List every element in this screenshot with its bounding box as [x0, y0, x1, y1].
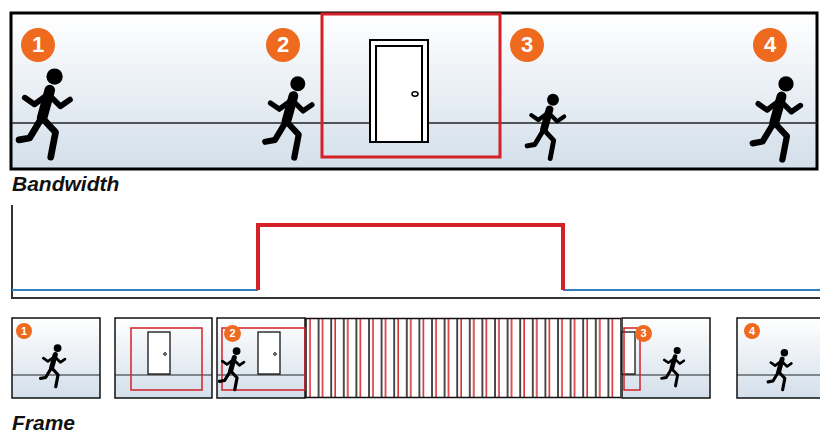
- low-bandwidth-line: [12, 289, 820, 291]
- scene-border: [11, 13, 817, 169]
- running-person: [220, 347, 244, 390]
- running-person: [41, 344, 65, 387]
- running-person: [265, 76, 312, 157]
- graph-axis: [12, 205, 820, 298]
- callout-number: 1: [21, 28, 55, 62]
- running-person: [527, 94, 564, 159]
- frame: [115, 318, 212, 398]
- door-frame: [370, 40, 428, 142]
- frame-border: [737, 318, 820, 398]
- running-person: [19, 68, 70, 157]
- door-knob: [412, 92, 418, 96]
- scene-panel: [11, 13, 817, 169]
- stack-edge: [305, 318, 621, 320]
- floor-line: [217, 375, 305, 376]
- running-person: [662, 347, 684, 386]
- frame: [217, 318, 305, 398]
- frame-border: [12, 318, 100, 398]
- section-heading: Frame: [12, 411, 75, 435]
- callout-number: 1: [16, 323, 32, 339]
- door: [370, 40, 428, 142]
- frame-border: [217, 318, 305, 398]
- running-person: [753, 76, 801, 159]
- callout-number: 3: [510, 28, 544, 62]
- callout-number: 2: [266, 28, 300, 62]
- callout-number: 4: [753, 28, 787, 62]
- callout-number: 2: [224, 325, 241, 342]
- frame-border: [115, 318, 212, 398]
- door: [258, 332, 280, 374]
- frame-row: [12, 318, 820, 398]
- frame: [737, 318, 820, 398]
- frame: [622, 318, 710, 398]
- high-bandwidth-line: [258, 225, 563, 290]
- stacked-frames: [305, 318, 621, 398]
- stack-edge: [305, 397, 621, 399]
- running-person: [768, 349, 791, 390]
- frame: [12, 318, 100, 398]
- door: [148, 332, 170, 374]
- door-knob: [164, 353, 167, 356]
- door-knob: [274, 353, 277, 356]
- frame-border: [622, 318, 710, 398]
- motion-zone: [131, 328, 202, 390]
- callout-number: 3: [635, 325, 652, 342]
- floor-line: [115, 375, 212, 376]
- bandwidth-graph: [12, 205, 820, 298]
- door-leaf: [376, 46, 422, 142]
- section-heading: Bandwidth: [12, 172, 119, 196]
- callout-number: 4: [744, 323, 760, 339]
- motion-zone: [322, 14, 500, 157]
